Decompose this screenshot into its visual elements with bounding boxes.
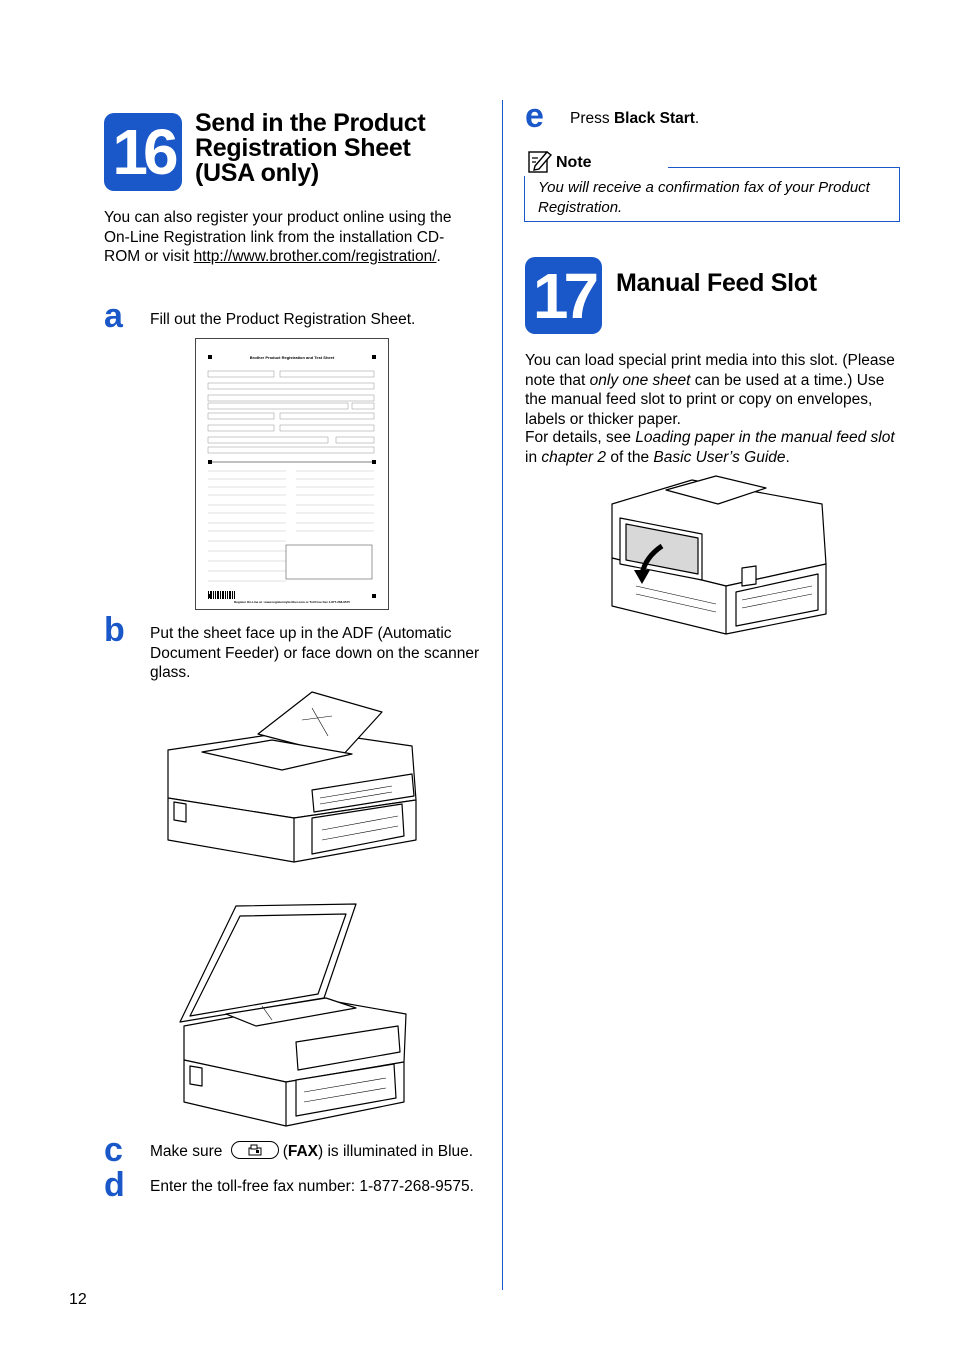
note-box: Note You will receive a confirmation fax… bbox=[524, 148, 900, 222]
substep-c-bold: FAX bbox=[287, 1143, 319, 1160]
substep-e-suffix: . bbox=[694, 110, 700, 127]
substep-a-text: Fill out the Product Registration Sheet. bbox=[150, 311, 416, 328]
step-17-badge: 17 bbox=[525, 257, 602, 334]
step-16-intro: You can also register your product onlin… bbox=[104, 208, 476, 267]
note-left-rule bbox=[524, 176, 525, 222]
printer-scanner-drawing bbox=[179, 903, 407, 1127]
substep-c-prefix: Make sure bbox=[150, 1143, 223, 1160]
registration-sheet-figure: Brother Product Registration and Test Sh… bbox=[195, 338, 389, 610]
step-17-p2-b: in bbox=[525, 448, 542, 466]
page-number: 12 bbox=[69, 1291, 87, 1308]
step-17-paragraph-2: For details, see Loading paper in the ma… bbox=[525, 428, 903, 467]
step-16-badge: 16 bbox=[104, 113, 182, 191]
substep-c-suffix: ) is illuminated in Blue. bbox=[318, 1143, 474, 1160]
form-title: Brother Product Registration and Test Sh… bbox=[249, 355, 335, 360]
substep-e-prefix: Press bbox=[570, 110, 614, 127]
step-17-number: 17 bbox=[532, 259, 599, 332]
substep-c-paren: ( bbox=[282, 1143, 288, 1160]
substep-c-letter: c bbox=[104, 1131, 123, 1169]
registration-link[interactable]: http://www.brother.com/registration/ bbox=[193, 248, 437, 265]
step-17-title: Manual Feed Slot bbox=[616, 269, 817, 297]
step-16-title-line-3: (USA only) bbox=[195, 159, 319, 187]
substep-b-text: Put the sheet face up in the ADF (Automa… bbox=[150, 625, 480, 681]
step-16-number: 16 bbox=[112, 116, 178, 188]
registration-sheet-drawing bbox=[207, 355, 376, 599]
form-footer: Register On-Line at : www.registermybrot… bbox=[234, 600, 350, 604]
fax-icon bbox=[248, 1144, 262, 1156]
step-16-intro-text: You can also register your product onlin… bbox=[104, 209, 452, 265]
column-divider bbox=[502, 100, 503, 1290]
step-16-title: Send in the Product Registration Sheet (… bbox=[195, 111, 485, 186]
printer-adf-figure bbox=[162, 690, 422, 870]
step-16-intro-suffix: . bbox=[436, 248, 441, 265]
fax-mode-button[interactable] bbox=[230, 1140, 279, 1159]
substep-e-text: Press Black Start. bbox=[570, 109, 699, 129]
black-start-label: Black Start bbox=[613, 110, 695, 127]
printer-scanner-glass-figure bbox=[176, 902, 408, 1128]
substep-d-text: Enter the toll-free fax number: 1-877-26… bbox=[150, 1178, 474, 1195]
step-17-p2-italic-1: Loading paper in the manual feed slot bbox=[635, 429, 895, 446]
note-right-rule bbox=[899, 167, 900, 222]
step-17-p1-a: You can load special print media into th… bbox=[525, 352, 895, 389]
substep-a-letter: a bbox=[104, 297, 123, 335]
substep-d-letter: d bbox=[104, 1166, 125, 1204]
step-17-p1-b: can be used at a time.) Use the manual f… bbox=[525, 371, 885, 428]
note-bottom-rule bbox=[524, 221, 900, 222]
note-text: You will receive a confirmation fax of y… bbox=[538, 179, 870, 216]
substep-e-letter: e bbox=[525, 97, 544, 135]
substep-c-text: Make sure (FAX) is illuminated in Blue. bbox=[150, 1140, 490, 1162]
step-17-p2-a: For details, see bbox=[525, 429, 636, 446]
step-17-p2-c: of the bbox=[606, 448, 654, 466]
note-label: Note bbox=[556, 154, 592, 171]
step-16-title-line-1: Send in the Product bbox=[195, 109, 426, 137]
step-17-p2-italic-2: chapter 2 bbox=[541, 448, 607, 466]
step-17-paragraph-1: You can load special print media into th… bbox=[525, 351, 903, 429]
note-top-rule bbox=[668, 167, 900, 168]
manual-feed-slot-figure bbox=[606, 474, 832, 638]
note-pencil-icon bbox=[528, 151, 553, 173]
manual-feed-slot-drawing bbox=[611, 475, 827, 635]
substep-b-letter: b bbox=[104, 611, 125, 649]
step-16-title-line-2: Registration Sheet bbox=[195, 134, 411, 162]
step-17-p2-d: . bbox=[785, 448, 790, 466]
printer-adf-drawing bbox=[167, 691, 417, 863]
step-17-p2-italic-3: Basic User’s Guide bbox=[653, 448, 786, 466]
step-17-p1-italic: only one sheet bbox=[589, 371, 691, 389]
